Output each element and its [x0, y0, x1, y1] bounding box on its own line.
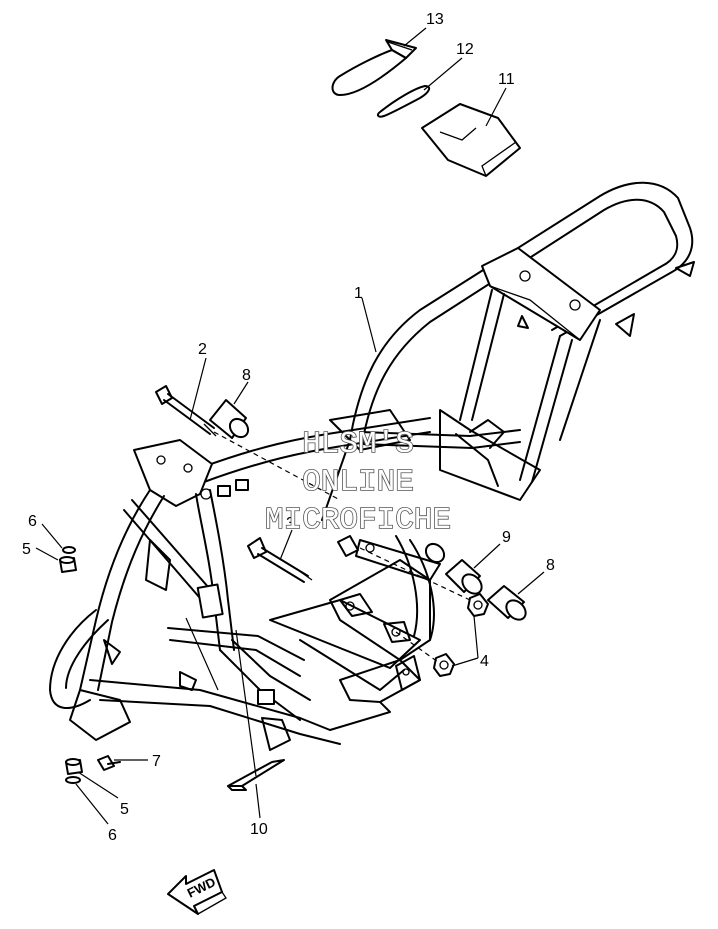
- callout-13: 13: [426, 11, 444, 28]
- callout-12: 12: [456, 41, 474, 58]
- callout-5-lower: 5: [120, 801, 129, 818]
- callout-11: 11: [498, 71, 515, 88]
- callout-6-lower: 6: [108, 827, 117, 844]
- callout-4: 4: [480, 653, 489, 670]
- part-13-cover: [331, 39, 417, 96]
- watermark: HLSM'S ONLINE MICROFICHE: [264, 426, 452, 539]
- part-5-6-upper: [59, 546, 77, 573]
- callout-9: 9: [502, 529, 511, 546]
- part-2-bolt: [155, 385, 341, 501]
- part-1-main-frame: [49, 181, 695, 751]
- part-7-screw: [97, 755, 121, 771]
- watermark-line-2: ONLINE: [302, 465, 414, 500]
- part-3-bolt: [247, 535, 359, 583]
- callout-2: 2: [198, 341, 207, 358]
- callout-6-upper: 6: [28, 513, 37, 530]
- part-4-nuts: [359, 547, 489, 677]
- callout-8-upper: 8: [242, 367, 251, 384]
- callout-8-right: 8: [546, 557, 555, 574]
- callout-5-upper: 5: [22, 541, 31, 558]
- leader-lines: [35, 27, 545, 825]
- watermark-line-1: HLSM'S: [302, 427, 414, 462]
- callout-3: 3: [286, 515, 295, 532]
- callout-10: 10: [250, 821, 268, 838]
- callout-1: 1: [354, 285, 363, 302]
- part-8-collar-right: [487, 585, 527, 621]
- part-9-spacer: [424, 542, 483, 595]
- callout-labels: 13 12 11 1 2 8 3 9 8 4 6 5 7 5 6 10: [22, 11, 555, 844]
- callout-7: 7: [152, 753, 161, 770]
- part-12-band: [376, 85, 431, 118]
- watermark-line-3: MICROFICHE: [265, 503, 451, 538]
- forward-direction-arrow: FWD: [167, 869, 227, 915]
- part-5-6-lower: [65, 758, 83, 784]
- part-8-collar-upper: [209, 399, 250, 439]
- part-11-tool-bag: [421, 103, 521, 177]
